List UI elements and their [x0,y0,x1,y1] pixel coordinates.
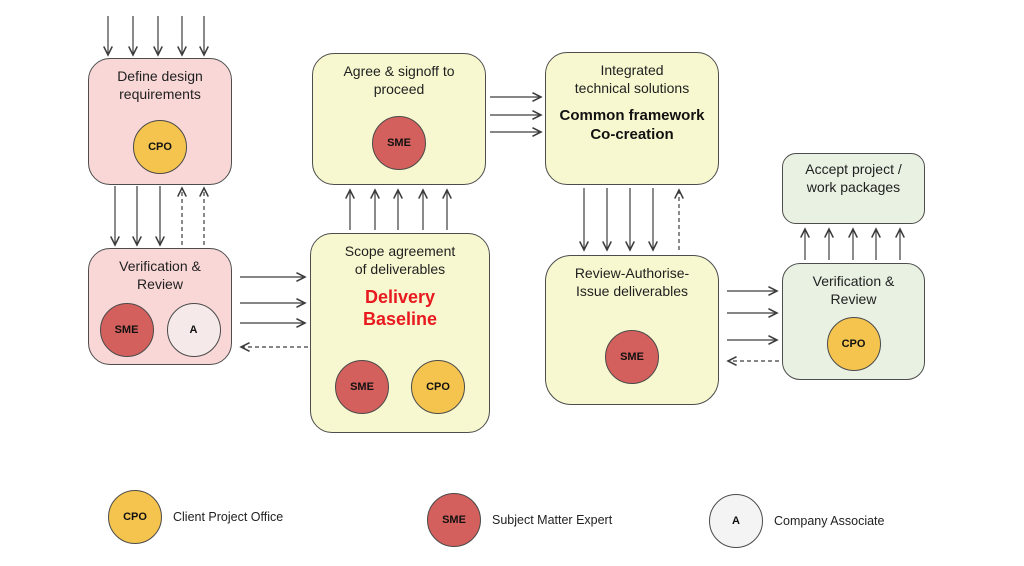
box-title: Define design requirements [117,68,203,102]
box-integrated-technical-solutions: Integrated technical solutions Common fr… [545,52,719,185]
legend-item-associate: A Company Associate [709,494,884,548]
legend-cpo-label: Client Project Office [173,510,284,524]
sme-circle: SME [372,116,426,170]
box-define-design-requirements: Define design requirements CPO [88,58,232,185]
legend-sme-circle: SME [427,493,481,547]
box-accept-project: Accept project / work packages [782,153,925,224]
box-title: Accept project / work packages [805,161,902,195]
sme-circle: SME [99,303,154,357]
box-title: Scope agreement of deliverables [344,243,456,277]
sme-circle: SME [335,360,389,414]
legend-cpo-circle: CPO [108,490,162,544]
associate-circle: A [166,303,221,357]
box-title: Agree & signoff to proceed [343,63,455,97]
common-framework-label: Common framework Co-creation [559,106,705,143]
legend-item-cpo: CPO Client Project Office [108,490,283,544]
cpo-circle: CPO [133,120,187,174]
role-group: CPO [133,120,187,174]
box-title: Verification & Review [812,273,895,307]
legend-item-sme: SME Subject Matter Expert [427,493,612,547]
box-title: Integrated technical solutions [574,62,690,96]
box-title: Review-Authorise- Issue deliverables [574,265,690,299]
box-title: Verification & Review [119,258,201,292]
sme-circle: SME [605,330,659,384]
role-group: SME [605,330,659,384]
box-agree-signoff: Agree & signoff to proceed SME [312,53,486,185]
role-group: SME A [99,303,221,357]
cpo-circle: CPO [411,360,465,414]
delivery-baseline-label: Delivery Baseline [362,286,438,330]
role-group: SME [372,116,426,170]
legend-associate-label: Company Associate [774,514,885,528]
box-scope-agreement: Scope agreement of deliverables Delivery… [310,233,490,433]
legend-associate-circle: A [709,494,763,548]
legend-sme-label: Subject Matter Expert [492,513,613,527]
box-review-authorise-issue: Review-Authorise- Issue deliverables SME [545,255,719,405]
box-verification-review-right: Verification & Review CPO [782,263,925,380]
box-verification-review-left: Verification & Review SME A [88,248,232,365]
cpo-circle: CPO [826,317,881,371]
role-group: SME CPO [335,360,465,414]
role-group: CPO [826,317,881,371]
